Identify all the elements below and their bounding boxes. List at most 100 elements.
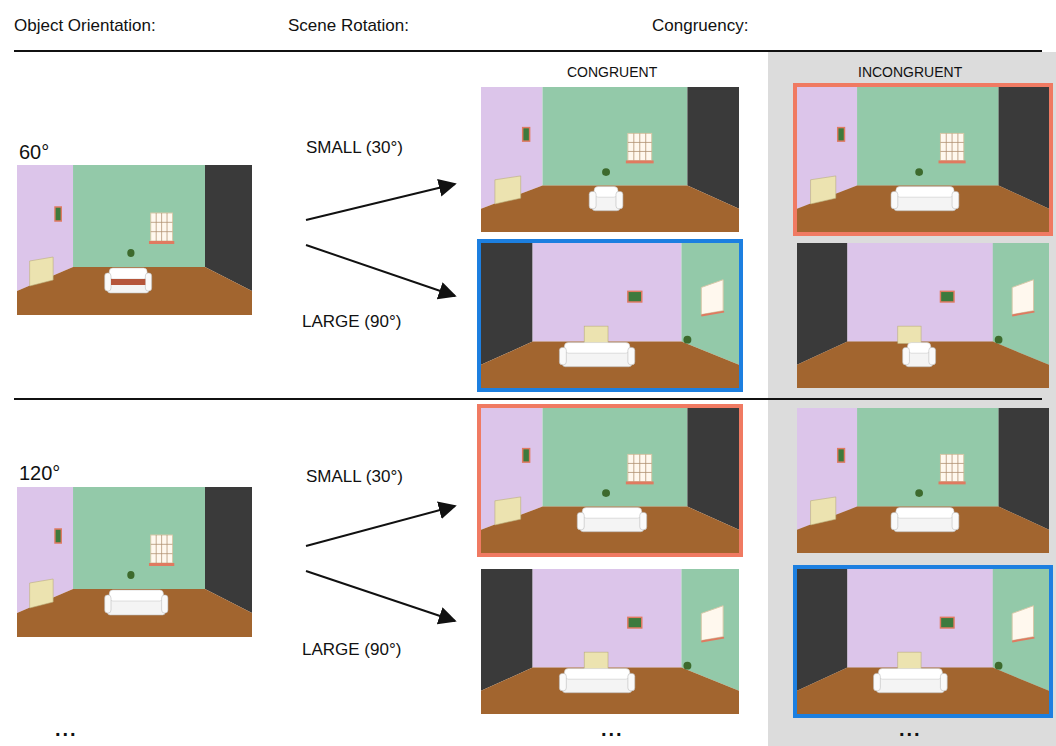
window — [940, 454, 963, 481]
sofa — [952, 512, 959, 529]
wall — [857, 87, 999, 186]
sofa — [559, 347, 566, 364]
arrow — [306, 184, 455, 220]
arrow — [306, 571, 455, 621]
sofa — [874, 673, 881, 690]
sofa — [640, 512, 647, 529]
sofa — [107, 277, 149, 293]
window — [639, 454, 640, 481]
rotation-label: LARGE (90°) — [302, 640, 401, 660]
picture — [940, 291, 954, 302]
highlight-frame — [479, 241, 741, 390]
window — [161, 213, 162, 241]
rotation-label: SMALL (30°) — [306, 138, 403, 158]
picture — [940, 617, 954, 628]
window — [161, 535, 162, 563]
plant — [683, 662, 691, 670]
row-divider — [14, 398, 1042, 400]
plant — [683, 336, 691, 344]
ellipsis: ... — [55, 718, 78, 741]
sofa — [952, 191, 959, 208]
window — [645, 454, 646, 481]
floor — [481, 668, 739, 714]
wall — [857, 408, 999, 507]
sofa — [628, 347, 635, 364]
sofa — [562, 351, 631, 366]
window — [940, 151, 963, 152]
orientation-value: 60° — [19, 141, 49, 164]
sofa — [891, 191, 898, 208]
plant — [127, 249, 134, 257]
sofa — [564, 669, 629, 680]
header-text: Congruency: — [652, 16, 748, 36]
plant — [915, 168, 923, 176]
sofa — [907, 343, 930, 354]
window — [952, 133, 953, 160]
sofa — [582, 508, 642, 519]
plant — [602, 168, 610, 176]
window — [701, 606, 723, 641]
sofa — [878, 669, 942, 680]
sofa — [594, 187, 618, 198]
window — [940, 133, 963, 160]
sofa — [903, 347, 910, 364]
window — [628, 472, 652, 473]
sofa — [940, 673, 947, 690]
header-text: Scene Rotation: — [288, 16, 409, 36]
dresser — [30, 257, 54, 286]
window — [151, 222, 173, 223]
sofa — [562, 677, 631, 692]
plant — [995, 336, 1003, 344]
sofa — [894, 516, 956, 531]
window — [1012, 312, 1034, 316]
header-text: Object Orientation: — [14, 16, 156, 36]
room-scene — [797, 569, 1049, 714]
sofa — [145, 273, 151, 291]
room-scene — [17, 487, 252, 637]
sofa — [896, 508, 954, 519]
sofa — [896, 187, 954, 198]
window — [639, 133, 640, 160]
plant — [602, 489, 610, 497]
dresser — [811, 176, 836, 204]
sofa — [876, 677, 944, 692]
window — [1012, 280, 1033, 315]
room-scene — [481, 408, 739, 553]
window — [628, 454, 652, 481]
sofa — [107, 599, 165, 615]
room-scene — [797, 243, 1049, 388]
room-scene — [797, 408, 1049, 553]
sofa — [616, 191, 623, 208]
plant — [995, 662, 1003, 670]
window — [151, 544, 173, 545]
window — [1012, 606, 1033, 641]
sofa — [564, 343, 629, 354]
ellipsis: ... — [899, 718, 922, 741]
window — [645, 133, 646, 160]
window — [939, 160, 966, 163]
highlight-frame — [479, 406, 741, 555]
window — [940, 142, 963, 143]
sofa — [109, 590, 163, 601]
picture — [523, 449, 530, 463]
sofa — [162, 595, 168, 613]
window — [1012, 638, 1034, 642]
window — [957, 133, 958, 160]
sofa — [894, 195, 956, 210]
sofa — [580, 516, 644, 531]
window — [946, 454, 947, 481]
floor — [797, 342, 1049, 388]
picture — [55, 207, 61, 221]
window — [628, 133, 652, 160]
sofa — [109, 268, 147, 279]
dresser — [811, 497, 836, 525]
sofa — [105, 273, 111, 291]
arrow — [306, 245, 455, 296]
scene-images — [17, 85, 1051, 716]
sofa — [628, 673, 635, 690]
window — [957, 454, 958, 481]
wall — [73, 487, 205, 589]
floor — [481, 342, 739, 388]
window — [151, 213, 173, 241]
